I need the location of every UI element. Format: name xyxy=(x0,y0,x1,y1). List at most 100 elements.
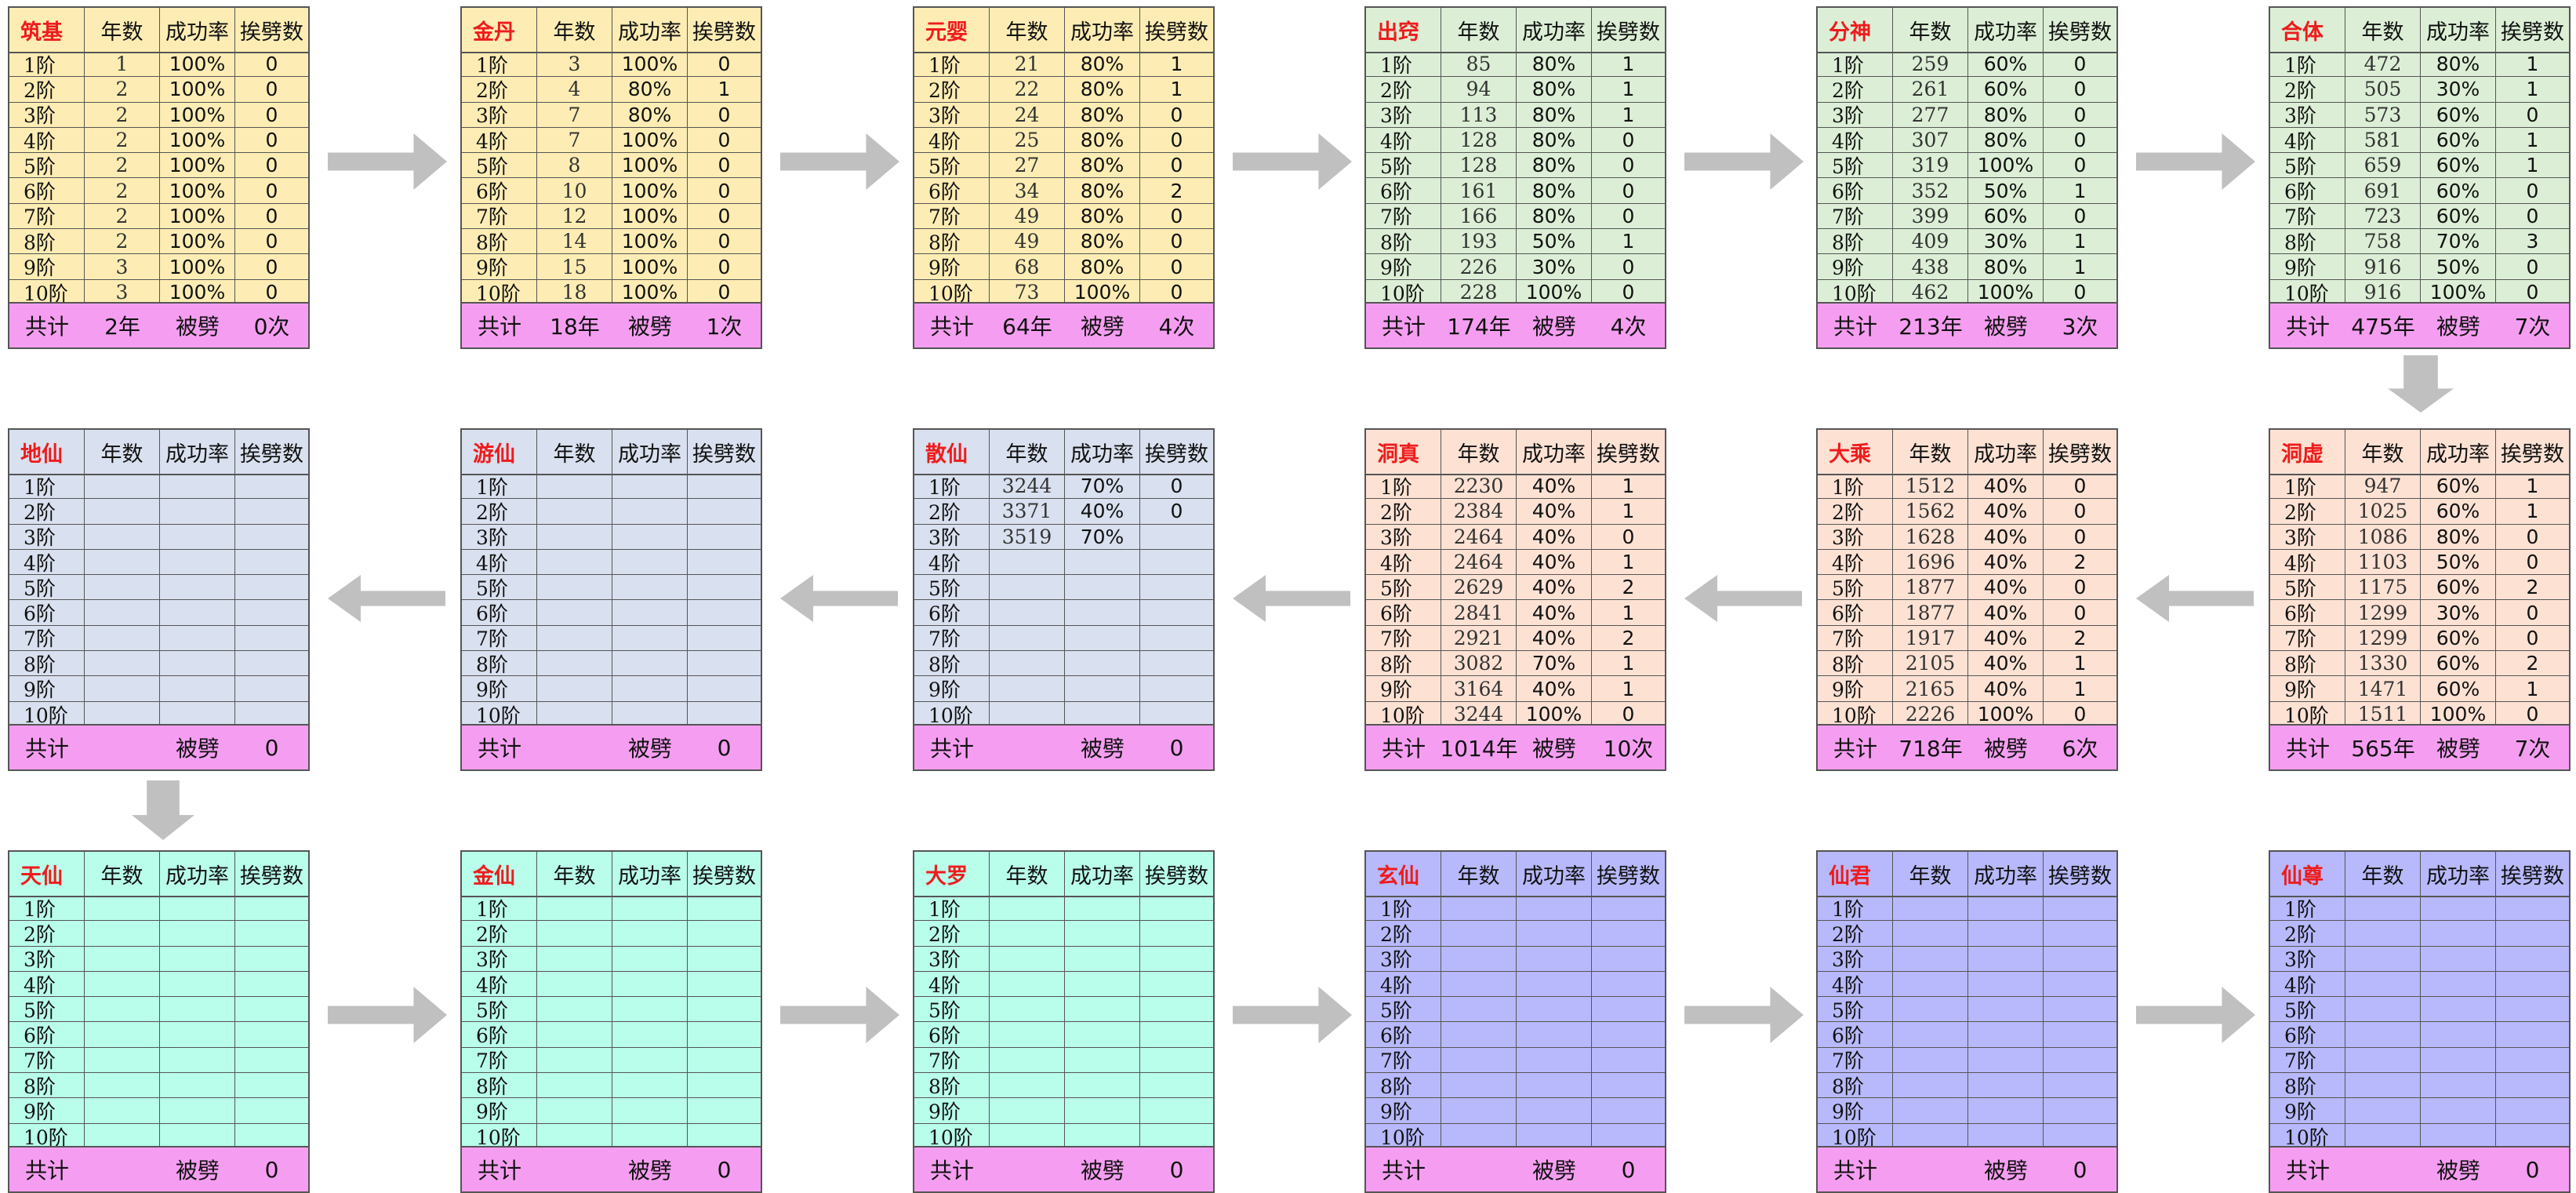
rate-cell xyxy=(1065,600,1140,625)
table-row: 5阶 xyxy=(9,997,308,1023)
rate-cell: 60% xyxy=(2421,102,2496,127)
table-row: 8阶 xyxy=(1818,1073,2116,1099)
hits-cell: 0 xyxy=(1622,525,1635,548)
footer-total-label: 共计 xyxy=(477,314,521,340)
header-hits: 挨劈数 xyxy=(2048,442,2112,467)
table-header-row: 仙尊年数成功率挨劈数 xyxy=(2270,852,2569,897)
rate-cell: 100% xyxy=(1968,701,2044,727)
rate-cell xyxy=(1065,946,1140,971)
years-cell xyxy=(990,575,1065,600)
rate-cell xyxy=(160,676,235,701)
stage-label: 7阶 xyxy=(1818,203,1893,229)
rate-cell xyxy=(1065,971,1140,997)
table-row: 9阶 xyxy=(1366,1098,1665,1124)
rate-cell xyxy=(1065,676,1140,701)
years-cell: 2 xyxy=(85,102,160,127)
table-row: 6阶 xyxy=(9,600,308,626)
stage-label: 6阶 xyxy=(9,600,85,625)
rate-cell xyxy=(612,701,688,727)
realm-title: 仙尊 xyxy=(2270,852,2345,896)
hits-cell xyxy=(1140,921,1213,945)
stage-label: 3阶 xyxy=(9,946,85,971)
header-rate: 成功率 xyxy=(1065,8,1140,52)
footer-total-years: 174年 xyxy=(1447,314,1511,340)
stage-label: 6阶 xyxy=(914,600,990,625)
hits-cell: 0 xyxy=(265,154,278,177)
years-cell xyxy=(2345,896,2421,921)
hits-cell xyxy=(235,676,308,700)
years-cell xyxy=(85,971,160,997)
rate-cell xyxy=(1065,921,1140,946)
hits-cell: 0 xyxy=(718,154,731,177)
hits-cell: 0 xyxy=(1170,230,1183,253)
footer-struck-label: 被劈 xyxy=(1983,1158,2028,1184)
hits-cell: 1 xyxy=(1622,677,1635,700)
header-hits: 挨劈数 xyxy=(1145,20,1208,45)
stage-label: 2阶 xyxy=(1818,77,1893,102)
years-cell xyxy=(990,1047,1065,1073)
years-cell: 2629 xyxy=(1441,575,1517,600)
hits-cell: 2 xyxy=(2526,576,2539,599)
rate-cell: 100% xyxy=(160,153,235,178)
hits-cell xyxy=(1592,1073,1665,1097)
table-row: 5阶 xyxy=(462,575,761,601)
realm-title: 散仙 xyxy=(914,430,990,474)
header-hits: 挨劈数 xyxy=(1145,442,1208,467)
arrow-icon xyxy=(1233,133,1352,190)
hits-cell xyxy=(688,1022,761,1046)
footer-total-years xyxy=(1893,1148,1968,1191)
hits-cell: 1 xyxy=(2526,475,2539,498)
realm-title: 筑基 xyxy=(9,8,85,52)
stage-label: 9阶 xyxy=(914,1098,990,1123)
stage-label: 9阶 xyxy=(1818,254,1893,279)
table-row: 3阶 xyxy=(462,524,761,550)
rate-cell: 60% xyxy=(2421,651,2496,676)
rate-cell: 80% xyxy=(1065,153,1140,178)
header-hits: 挨劈数 xyxy=(1145,864,1208,889)
stage-label: 1阶 xyxy=(914,52,990,77)
table-header-row: 散仙年数成功率挨劈数 xyxy=(914,430,1213,475)
footer-struck-label: 被劈 xyxy=(175,314,220,340)
header-hits: 挨劈数 xyxy=(2048,20,2112,45)
footer-struck-label: 被劈 xyxy=(1531,1158,1576,1184)
stage-label: 6阶 xyxy=(1818,178,1893,203)
rate-cell xyxy=(1968,997,2044,1022)
years-cell: 27 xyxy=(990,153,1065,178)
footer-total-years xyxy=(85,1148,160,1191)
stage-label: 9阶 xyxy=(9,1098,85,1123)
header-years: 年数 xyxy=(537,430,612,474)
header-hits: 挨劈数 xyxy=(240,864,303,889)
stage-label: 5阶 xyxy=(462,997,537,1022)
years-cell xyxy=(537,575,612,600)
rate-cell xyxy=(1968,1098,2044,1123)
hits-cell xyxy=(2496,896,2569,920)
years-cell: 73 xyxy=(990,279,1065,305)
hits-cell xyxy=(1592,997,1665,1021)
stage-label: 5阶 xyxy=(914,575,990,600)
arrow-icon xyxy=(2136,575,2254,622)
stage-label: 10阶 xyxy=(2270,279,2345,305)
years-cell: 2384 xyxy=(1441,499,1517,524)
header-years: 年数 xyxy=(2345,8,2421,52)
header-years: 年数 xyxy=(2345,852,2421,896)
hits-cell: 0 xyxy=(2073,53,2087,76)
table-row: 7阶 xyxy=(2270,1047,2569,1074)
years-cell: 3 xyxy=(85,279,160,305)
rate-cell: 40% xyxy=(1517,524,1592,549)
hits-cell: 0 xyxy=(265,179,278,202)
footer-total-hits: 0 xyxy=(1621,1156,1636,1183)
rate-cell xyxy=(1065,651,1140,676)
years-cell: 34 xyxy=(990,178,1065,203)
arrow-icon xyxy=(2388,355,2454,413)
stage-label: 3阶 xyxy=(914,946,990,971)
rate-cell: 80% xyxy=(1517,77,1592,102)
table-row: 1阶 xyxy=(462,896,761,922)
